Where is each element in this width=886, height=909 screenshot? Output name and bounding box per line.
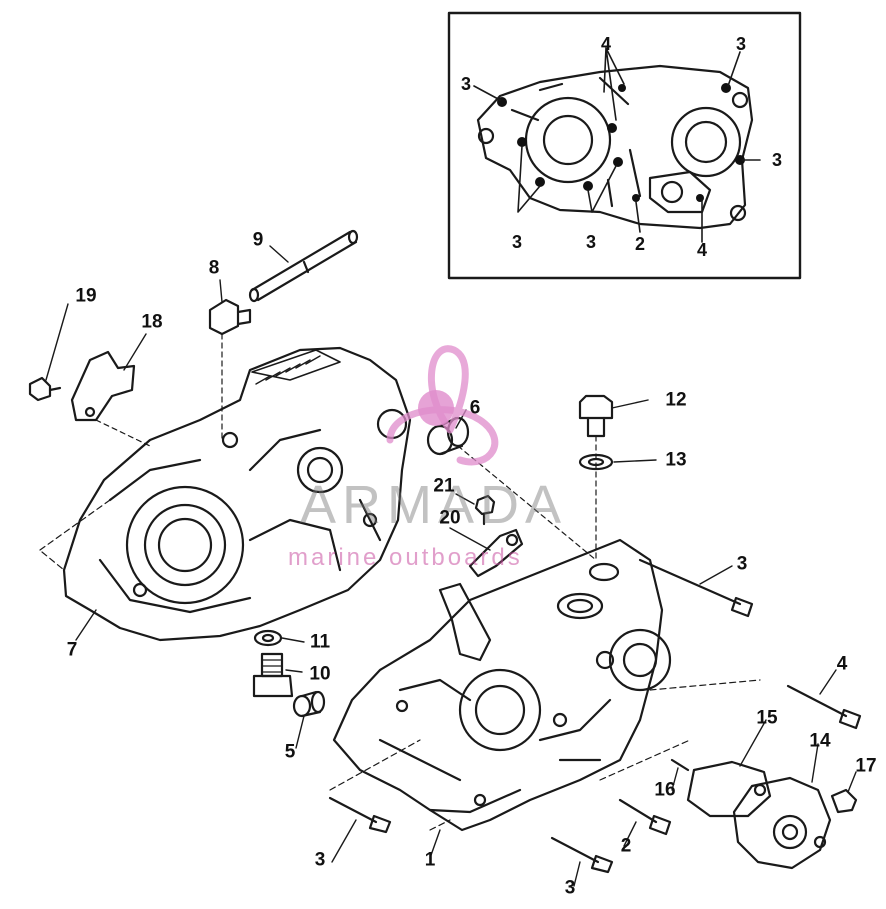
part-14-cover — [732, 776, 832, 870]
part-3-bolt-lower-center — [550, 836, 614, 874]
callout-9: 9 — [252, 229, 264, 251]
inset-bolt-marks — [497, 83, 745, 202]
part-15-gasket — [686, 760, 772, 818]
callout-1: 1 — [424, 849, 436, 871]
part-8-fitting — [208, 298, 252, 441]
inset-label-3-bottom-left: 3 — [511, 232, 523, 252]
part-4-bolt — [786, 684, 862, 730]
part-16-pin — [670, 758, 690, 772]
callout-19: 19 — [75, 285, 97, 307]
inset-label-3-bottom-center: 3 — [585, 232, 597, 252]
part-18-bracket — [70, 350, 151, 447]
inset-label-3-left: 3 — [460, 74, 472, 94]
inset-crankcase-view — [447, 11, 802, 280]
callout-16: 16 — [654, 779, 676, 801]
callout-7: 7 — [66, 639, 78, 661]
callout-14: 14 — [809, 730, 831, 752]
part-13-washer — [578, 453, 614, 471]
callout-13: 13 — [665, 449, 687, 471]
callout-3-right: 3 — [736, 553, 748, 575]
watermark-tagline: marine outboards — [288, 544, 523, 571]
callout-15: 15 — [756, 707, 778, 729]
inset-label-4-top: 4 — [600, 34, 612, 54]
part-9-pipe — [248, 229, 359, 303]
callout-8: 8 — [208, 257, 220, 279]
leader-lines — [45, 245, 857, 887]
callout-20: 20 — [439, 507, 461, 529]
part-10-drain-bolt — [252, 652, 294, 698]
part-11-washer — [253, 629, 283, 647]
part-3-bolt-right — [638, 558, 754, 618]
callout-17: 17 — [855, 755, 877, 777]
part-19-screw — [28, 376, 62, 402]
callout-10: 10 — [309, 663, 331, 685]
callout-21: 21 — [433, 475, 455, 497]
callout-4: 4 — [836, 653, 848, 675]
part-17-screw — [830, 788, 858, 814]
part-21-bolt — [474, 494, 496, 526]
part-5-dowel — [292, 690, 326, 718]
inset-label-2: 2 — [634, 234, 646, 254]
inset-label-4-bottom: 4 — [696, 240, 708, 260]
part-3-bolt-lower-left — [328, 796, 392, 834]
callout-11: 11 — [309, 631, 331, 653]
watermark-brand: ARMADA — [300, 475, 568, 535]
part-2-bolt — [618, 798, 672, 836]
callout-6: 6 — [469, 397, 481, 419]
callout-18: 18 — [141, 311, 163, 333]
right-crankcase-half — [329, 538, 761, 832]
callout-3-lower-left: 3 — [314, 849, 326, 871]
callout-12: 12 — [665, 389, 687, 411]
callout-2: 2 — [620, 835, 632, 857]
callout-3-lower-center: 3 — [564, 877, 576, 899]
part-12-plug — [578, 394, 614, 561]
inset-label-3-right: 3 — [771, 150, 783, 170]
callout-5: 5 — [284, 741, 296, 763]
part-20-plate — [468, 528, 524, 578]
inset-label-3-top-right: 3 — [735, 34, 747, 54]
